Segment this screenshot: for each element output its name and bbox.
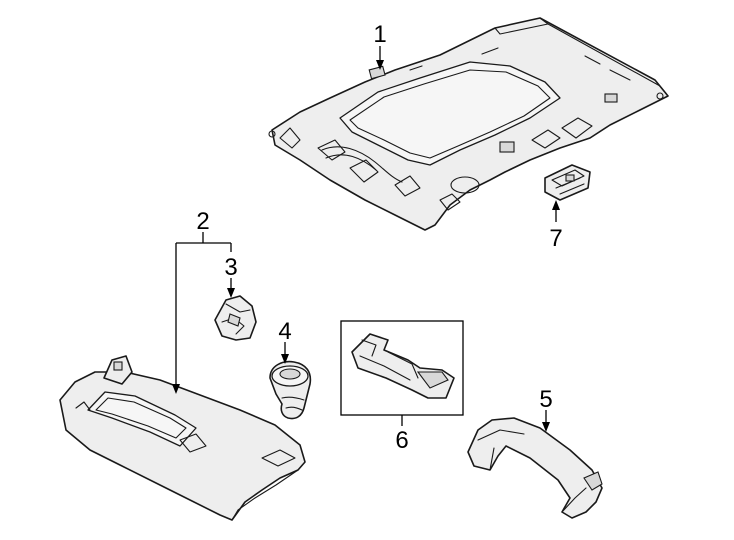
callout-1: 1 — [373, 21, 386, 48]
console-bracket-part[interactable] — [351, 333, 455, 399]
leader-6 — [340, 320, 464, 426]
callout-5: 5 — [539, 386, 552, 413]
callout-6: 6 — [395, 427, 408, 454]
hook-part[interactable] — [269, 360, 312, 420]
leader-5 — [542, 410, 550, 432]
leader-7 — [552, 200, 560, 222]
callout-2: 2 — [196, 208, 209, 235]
leader-4 — [281, 342, 289, 364]
headliner-part[interactable] — [268, 17, 669, 231]
leader-1 — [376, 46, 384, 70]
leader-3 — [227, 278, 235, 298]
grab-handle-part[interactable] — [467, 417, 603, 519]
clip-part[interactable] — [544, 164, 591, 201]
visor-bracket-part[interactable] — [214, 295, 257, 341]
leader-2 — [172, 232, 232, 394]
sun-visor-part[interactable] — [59, 355, 306, 521]
callout-3: 3 — [224, 254, 237, 281]
callout-7: 7 — [549, 225, 562, 252]
callout-4: 4 — [278, 318, 291, 345]
